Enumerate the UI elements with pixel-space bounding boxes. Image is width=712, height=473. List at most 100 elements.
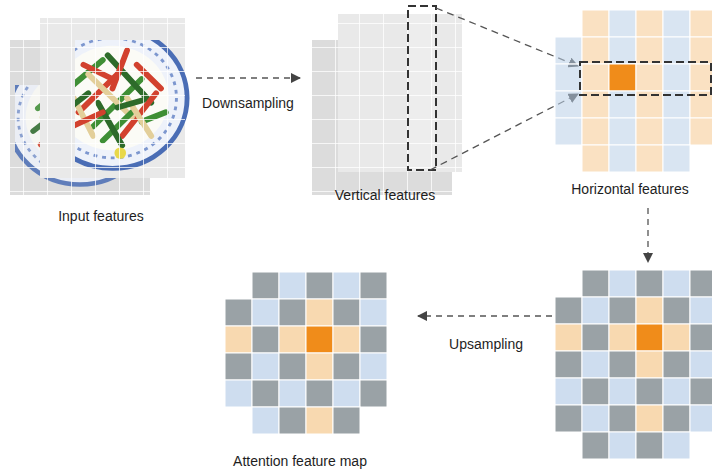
feature-cell bbox=[609, 324, 636, 351]
feature-cell bbox=[636, 145, 663, 172]
feature-cell bbox=[609, 351, 636, 378]
feature-cell bbox=[690, 118, 712, 145]
feature-cell bbox=[663, 405, 690, 432]
feature-cell bbox=[690, 351, 712, 378]
feature-cell bbox=[663, 37, 690, 64]
feature-cell bbox=[636, 378, 663, 405]
feature-cell bbox=[279, 326, 306, 353]
feature-cell bbox=[690, 297, 712, 324]
feature-cell bbox=[609, 118, 636, 145]
upsampling-arrow bbox=[418, 316, 552, 317]
feature-cell bbox=[663, 324, 690, 351]
feature-cell bbox=[360, 272, 387, 299]
feature-cell bbox=[690, 405, 712, 432]
feature-cell bbox=[609, 405, 636, 432]
feature-cell bbox=[306, 299, 333, 326]
feature-cell bbox=[582, 270, 609, 297]
arrow-label: Upsampling bbox=[446, 336, 526, 353]
feature-cell bbox=[279, 299, 306, 326]
feature-cell bbox=[663, 10, 690, 37]
feature-cell bbox=[636, 324, 663, 351]
illustration-part bbox=[551, 279, 712, 455]
feature-cell bbox=[663, 432, 690, 459]
illustration-part bbox=[40, 18, 185, 178]
feature-cell bbox=[252, 407, 279, 434]
feature-cell bbox=[555, 64, 582, 91]
feature-cell bbox=[555, 118, 582, 145]
image-panel: Attention feature map bbox=[200, 262, 400, 470]
feature-cell bbox=[582, 118, 609, 145]
feature-cell bbox=[279, 407, 306, 434]
feature-cell bbox=[636, 270, 663, 297]
flow-arrow bbox=[648, 208, 649, 262]
feature-cell bbox=[609, 64, 636, 91]
feature-cell bbox=[252, 299, 279, 326]
feature-cell bbox=[333, 407, 360, 434]
feature-cell bbox=[555, 324, 582, 351]
feature-cell bbox=[636, 118, 663, 145]
feature-cell bbox=[252, 353, 279, 380]
feature-cell bbox=[555, 297, 582, 324]
feature-cell bbox=[225, 326, 252, 353]
feature-cell bbox=[663, 145, 690, 172]
horizontal-feature-grid bbox=[551, 10, 712, 172]
feature-cell bbox=[279, 353, 306, 380]
feature-cell bbox=[663, 297, 690, 324]
illustration-part bbox=[40, 18, 185, 178]
illustration-part bbox=[338, 14, 462, 172]
edge-label: Downsampling bbox=[199, 95, 297, 112]
feature-cell bbox=[690, 270, 712, 297]
feature-cell bbox=[360, 353, 387, 380]
feature-cell bbox=[609, 270, 636, 297]
illustration-part bbox=[580, 62, 711, 95]
feature-cell bbox=[225, 353, 252, 380]
feature-cell bbox=[555, 37, 582, 64]
feature-cell bbox=[609, 145, 636, 172]
feature-cell bbox=[225, 299, 252, 326]
feature-cell bbox=[555, 378, 582, 405]
illustration-part bbox=[338, 14, 462, 172]
feature-cell bbox=[252, 326, 279, 353]
feature-cell bbox=[225, 380, 252, 407]
feature-cell bbox=[360, 299, 387, 326]
feature-cell bbox=[582, 324, 609, 351]
vertical-feature-stack bbox=[308, 6, 468, 195]
feature-cell bbox=[555, 405, 582, 432]
feature-cell bbox=[609, 432, 636, 459]
feature-cell bbox=[360, 326, 387, 353]
illustration-part bbox=[647, 208, 648, 262]
feature-cell bbox=[333, 272, 360, 299]
feature-cell bbox=[690, 37, 712, 64]
feature-cell bbox=[555, 351, 582, 378]
feature-cell bbox=[360, 380, 387, 407]
feature-cell bbox=[636, 297, 663, 324]
panel-caption: Vertical features bbox=[335, 187, 435, 204]
feature-cell bbox=[582, 378, 609, 405]
feature-cell bbox=[582, 405, 609, 432]
feature-cell bbox=[252, 272, 279, 299]
feature-cell bbox=[663, 270, 690, 297]
feature-cell bbox=[663, 378, 690, 405]
image-panel: Vertical features bbox=[300, 4, 470, 204]
attention-feature-grid bbox=[221, 272, 394, 434]
feature-cell bbox=[252, 380, 279, 407]
feature-cell bbox=[663, 64, 690, 91]
feature-cell bbox=[663, 118, 690, 145]
feature-cell bbox=[306, 326, 333, 353]
feature-cell bbox=[582, 64, 609, 91]
feature-cell bbox=[663, 351, 690, 378]
feature-cell bbox=[636, 405, 663, 432]
feature-cell bbox=[690, 10, 712, 37]
feature-cell bbox=[582, 37, 609, 64]
feature-cell bbox=[582, 351, 609, 378]
feature-cell bbox=[333, 353, 360, 380]
feature-cell bbox=[690, 64, 712, 91]
feature-cell bbox=[306, 272, 333, 299]
feature-cell bbox=[690, 378, 712, 405]
merged-feature-grid bbox=[551, 270, 712, 459]
feature-cell bbox=[306, 407, 333, 434]
panel-caption: Input features bbox=[58, 208, 144, 225]
